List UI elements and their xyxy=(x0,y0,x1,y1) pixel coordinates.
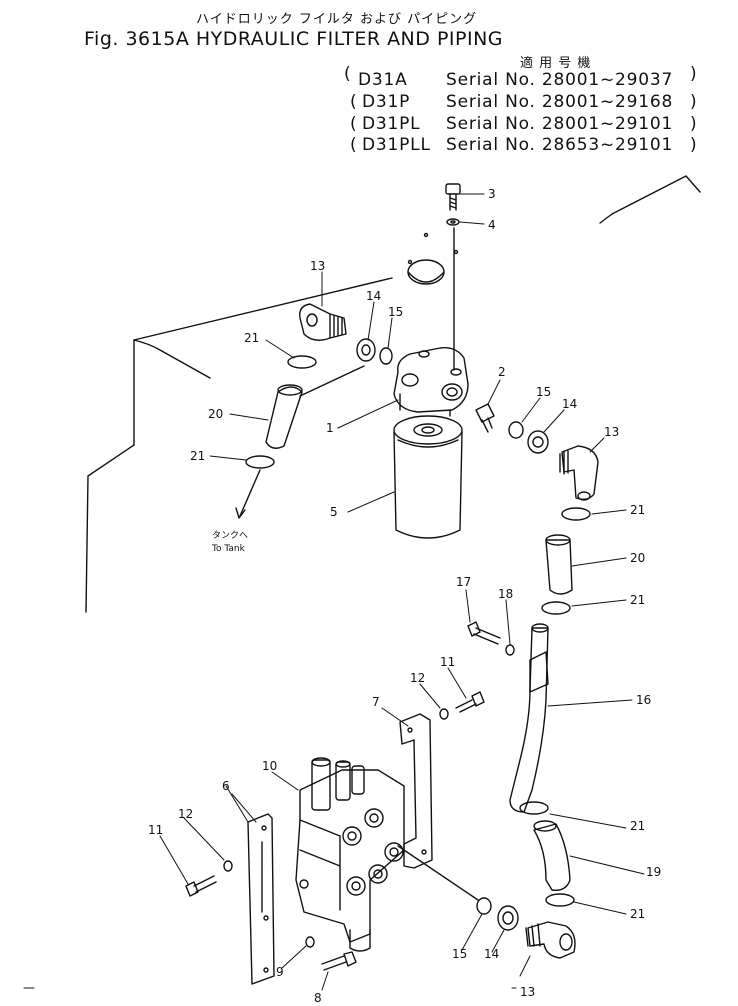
callout-15: 15 xyxy=(388,305,403,319)
callout-9: 9 xyxy=(276,965,284,979)
hose-clamp-21-e xyxy=(519,801,549,815)
serial-model: D31PLL xyxy=(362,135,431,155)
nut-14-upper xyxy=(356,338,376,362)
elbow-13-bottom xyxy=(525,921,576,959)
machine-frame-outline xyxy=(85,175,701,613)
bolt-8 xyxy=(321,951,357,971)
callout-4: 4 xyxy=(488,218,496,232)
callout-10: 10 xyxy=(262,759,277,773)
serial-paren-close: ) xyxy=(690,114,698,134)
hose-clamp-21-f xyxy=(545,893,575,907)
serial-paren-open: ( xyxy=(350,135,358,155)
o-ring-15-right xyxy=(508,421,524,439)
callout-14: 14 xyxy=(562,397,577,411)
hose-19 xyxy=(533,820,571,891)
callout-21: 21 xyxy=(244,331,259,345)
hose-clamp-21-c xyxy=(561,507,591,521)
bolt-17 xyxy=(467,621,501,645)
serial-range: Serial No. 28001~29168 xyxy=(446,92,674,112)
callout-13: 13 xyxy=(520,985,535,999)
callout-11: 11 xyxy=(148,823,163,837)
japanese-title: ハイドロリック フイルタ および パイピング xyxy=(196,12,478,27)
callout-18: 18 xyxy=(498,587,513,601)
bracket-7 xyxy=(399,713,433,869)
serial-model: D31P xyxy=(362,92,411,112)
callout-14: 14 xyxy=(484,947,499,961)
to-tank-label-jp: タンクへ xyxy=(212,530,248,541)
leader-lines xyxy=(159,193,645,991)
callout-11: 11 xyxy=(440,655,455,669)
serial-model: D31PL xyxy=(362,114,421,134)
serial-model: D31A xyxy=(358,70,408,90)
bolt-11-lower xyxy=(185,875,217,897)
callout-5: 5 xyxy=(330,505,338,519)
hose-clamp-21-a xyxy=(287,355,317,369)
to-tank-label-en: To Tank xyxy=(211,544,246,554)
callout-13: 13 xyxy=(604,425,619,439)
callout-14: 14 xyxy=(366,289,381,303)
callout-12: 12 xyxy=(178,807,193,821)
o-ring-15-bottom xyxy=(476,897,492,915)
callout-8: 8 xyxy=(314,991,322,1005)
serial-paren-close: ) xyxy=(690,64,698,84)
hose-20-upper xyxy=(265,384,303,449)
o-ring-15-upper xyxy=(379,347,393,365)
callout-21: 21 xyxy=(190,449,205,463)
applicable-label: 適 用 号 機 xyxy=(520,56,592,71)
callout-19: 19 xyxy=(646,865,661,879)
callout-labels: 3 4 13 14 15 21 20 21 1 2 15 14 13 5 21 … xyxy=(148,187,661,1005)
plug xyxy=(407,232,459,285)
washer-12-lower xyxy=(223,860,233,872)
washer-12-upper xyxy=(439,708,449,720)
callout-20: 20 xyxy=(208,407,223,421)
serial-range: Serial No. 28001~29037 xyxy=(446,70,674,90)
callout-21: 21 xyxy=(630,503,645,517)
callout-17: 17 xyxy=(456,575,471,589)
elbow-13-right xyxy=(559,445,599,501)
washer-4 xyxy=(446,218,460,226)
hose-20-right xyxy=(545,534,573,595)
callout-15: 15 xyxy=(452,947,467,961)
serial-paren-open: ( xyxy=(350,114,358,134)
elbow-13-upper xyxy=(299,303,347,341)
tube-16 xyxy=(509,623,549,813)
connector-2 xyxy=(475,403,495,433)
serial-range: Serial No. 28001~29101 xyxy=(446,114,674,134)
serial-paren-open: ( xyxy=(344,64,352,84)
callout-3: 3 xyxy=(488,187,496,201)
serial-paren-close: ) xyxy=(690,92,698,112)
serial-paren-open: ( xyxy=(350,92,358,112)
control-valve-10 xyxy=(295,757,405,952)
washer-9 xyxy=(305,936,315,948)
plate-6 xyxy=(247,813,275,985)
bolt-11-upper xyxy=(455,691,485,713)
bolt-3 xyxy=(445,183,461,211)
callout-13: 13 xyxy=(310,259,325,273)
callout-16: 16 xyxy=(636,693,651,707)
callout-21: 21 xyxy=(630,819,645,833)
filter-cartridge-5 xyxy=(393,415,463,539)
serial-range: Serial No. 28653~29101 xyxy=(446,135,674,155)
callout-21: 21 xyxy=(630,907,645,921)
callout-1: 1 xyxy=(326,421,334,435)
to-tank-label: タンクへ To Tank xyxy=(211,530,248,554)
serial-paren-close: ) xyxy=(690,135,698,155)
to-tank-arrow xyxy=(235,469,261,519)
hose-clamp-21-d xyxy=(541,601,571,615)
nut-14-bottom xyxy=(497,905,519,931)
callout-2: 2 xyxy=(498,365,506,379)
hose-clamp-21-b xyxy=(245,455,275,469)
figure-title: Fig. 3615A HYDRAULIC FILTER AND PIPING xyxy=(84,28,504,50)
washer-18 xyxy=(505,644,515,656)
callout-6: 6 xyxy=(222,779,230,793)
callout-12: 12 xyxy=(410,671,425,685)
callout-21: 21 xyxy=(630,593,645,607)
nut-14-right xyxy=(527,430,549,454)
callout-15: 15 xyxy=(536,385,551,399)
callout-20: 20 xyxy=(630,551,645,565)
filter-head-1 xyxy=(393,347,469,417)
callout-7: 7 xyxy=(372,695,380,709)
